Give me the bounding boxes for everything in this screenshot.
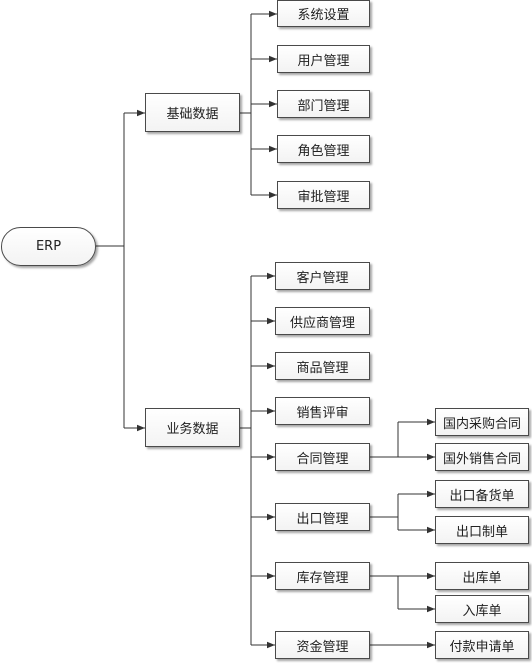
- foreign-sales-contract-node: 国外销售合同: [435, 443, 529, 471]
- funds-management-node: 资金管理: [275, 631, 370, 659]
- connector-export: [370, 494, 399, 530]
- export-management-node: 出口管理: [275, 503, 370, 531]
- inbound-order-node: 入库单: [435, 595, 529, 623]
- customer-management-node: 客户管理: [275, 262, 370, 290]
- connector-contract: [370, 422, 399, 458]
- payment-request-node: 付款申请单: [435, 631, 529, 659]
- role-management-node: 角色管理: [277, 135, 370, 163]
- department-management-node: 部门管理: [277, 90, 370, 118]
- approval-management-node: 审批管理: [277, 181, 370, 209]
- export-documentation-node: 出口制单: [435, 516, 529, 544]
- inventory-management-node: 库存管理: [275, 562, 370, 590]
- product-management-node: 商品管理: [275, 352, 370, 380]
- basic-data-node: 基础数据: [145, 93, 240, 132]
- connector-root: [96, 113, 125, 428]
- connector-basic: [240, 14, 252, 195]
- system-settings-node: 系统设置: [277, 0, 370, 27]
- user-management-node: 用户管理: [277, 45, 370, 73]
- connector-business: [240, 276, 252, 645]
- outbound-order-node: 出库单: [435, 562, 529, 590]
- business-data-node: 业务数据: [145, 408, 240, 447]
- export-stock-order-node: 出口备货单: [435, 480, 529, 508]
- root-node: ERP: [1, 227, 96, 266]
- domestic-purchase-contract-node: 国内采购合同: [435, 408, 529, 436]
- connector-inventory: [370, 575, 399, 609]
- supplier-management-node: 供应商管理: [275, 307, 370, 335]
- sales-review-node: 销售评审: [275, 397, 370, 425]
- contract-management-node: 合同管理: [275, 443, 370, 471]
